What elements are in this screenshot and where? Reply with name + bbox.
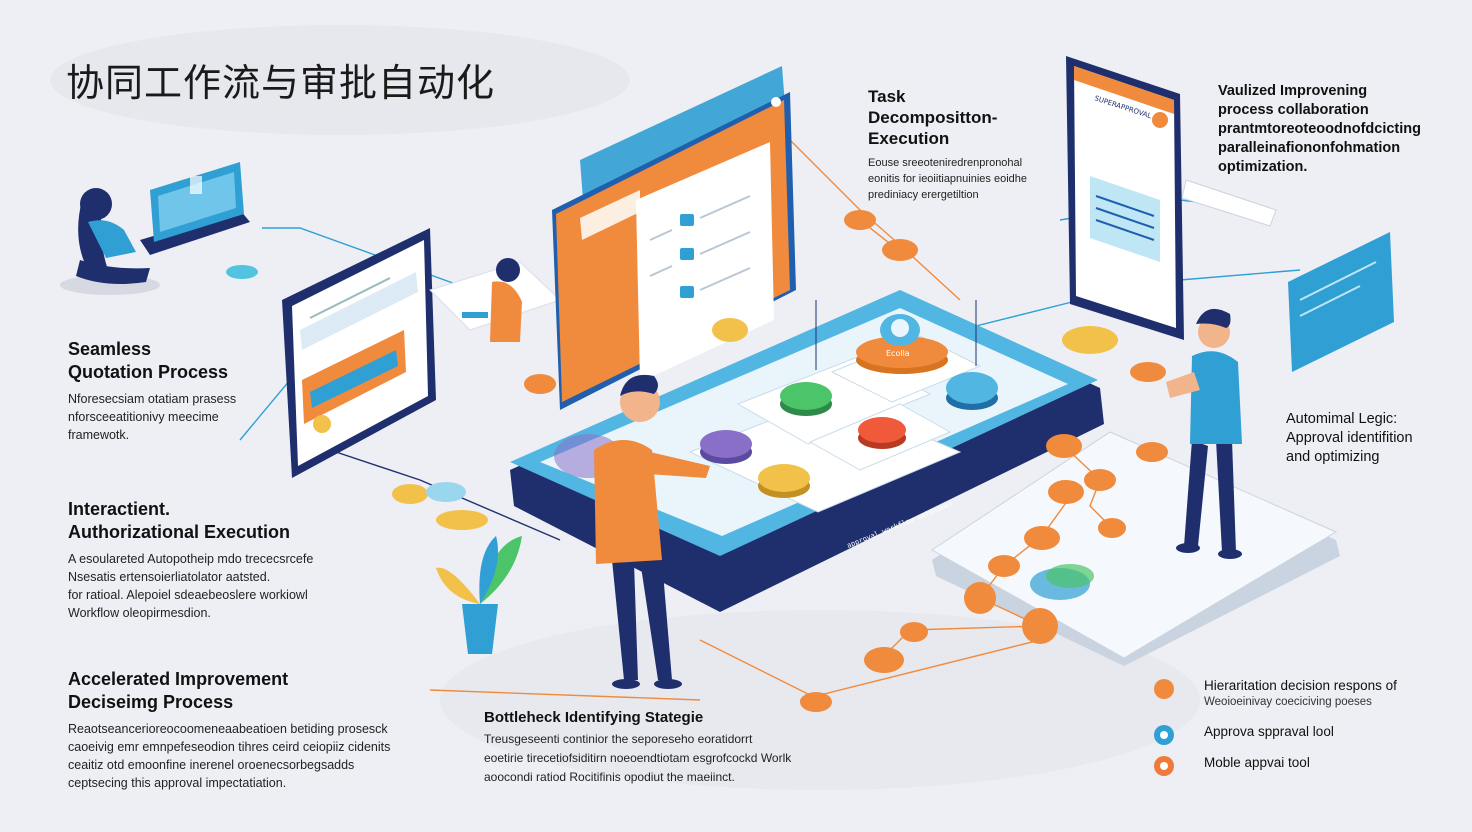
legend-label-mobile: Moble appvai tool <box>1204 755 1310 770</box>
blue-card <box>1288 232 1394 372</box>
person-at-laptop <box>60 162 258 295</box>
block-visualized-title-2: process collaboration <box>1218 102 1369 118</box>
block-accelerated-body-2: caoeivig emr emnpefeseodion tihres ceird… <box>68 740 391 754</box>
block-seamless-title-2: Quotation Process <box>68 362 229 382</box>
block-interactient-body-3: for ratioal. Alepoiel sdeaebeoslere work… <box>68 588 308 602</box>
block-bottleneck-body-1: Treusgeseenti continior the seporeseho e… <box>484 732 753 746</box>
legend-label-decision: Hieraritation decision respons of <box>1204 678 1397 693</box>
block-bottleneck: Bottleheck Identifying Stategie Treusges… <box>484 708 791 787</box>
orange-panel <box>552 66 796 410</box>
block-accelerated-body-1: Reaotseancerioreocoomeneaabeatioen betid… <box>68 722 388 736</box>
block-task-title-2: Decompositton- <box>868 108 998 127</box>
platform-buttons: Ecolla <box>700 300 998 498</box>
block-bottleneck-body-3: aoocondi ratiod Rocitifinis opodiut the … <box>484 770 735 784</box>
block-task: Task Decompositton- Execution Eouse sree… <box>868 86 1027 203</box>
block-seamless-body-3: framewotk. <box>68 428 130 442</box>
block-accelerated-body-3: ceaitiz otd emoonfine inerenel oroenecso… <box>68 758 355 772</box>
block-automined-title-2: Approval identifition <box>1286 430 1413 446</box>
block-visualized-title-1: Vaulized Improvening <box>1218 83 1368 99</box>
plant <box>436 536 522 654</box>
block-visualized-title-4: paralleinafiononfohmation <box>1218 140 1401 156</box>
legend-dot-mobile <box>1154 756 1174 776</box>
legend: Hieraritation decision respons of Weoioe… <box>1154 676 1454 784</box>
legend-item-mobile: Moble appvai tool <box>1154 753 1454 784</box>
legend-item-approval: Approva sppraval lool <box>1154 722 1454 753</box>
right-phone: SUPERAPPROVAL <box>1066 56 1277 340</box>
block-accelerated-title-1: Accelerated Improvement <box>68 669 289 689</box>
legend-dot-approval <box>1154 725 1174 745</box>
block-interactient-title-2: Authorizational Execution <box>68 522 291 542</box>
block-interactient-body-4: Workflow oleopirmesdion. <box>68 606 211 620</box>
block-bottleneck-body-2: eoetirie tirecetiofsiditirn noeoendtiota… <box>484 751 792 765</box>
block-visualized: Vaulized Improvening process collaborati… <box>1218 82 1421 177</box>
block-visualized-title-3: prantmtoreoteoodnofdcicting <box>1218 121 1421 137</box>
block-interactient: Interactient. Authorizational Execution … <box>68 498 313 622</box>
block-automined-title-1: Automimal Legic: <box>1286 411 1398 427</box>
block-seamless-body-1: Nforesecsiam otatiam prasess <box>68 392 237 406</box>
block-automined: Automimal Legic: Approval identifition a… <box>1286 410 1413 467</box>
block-interactient-title-1: Interactient. <box>68 499 171 519</box>
block-accelerated-body-4: ceptsecing this approval impectatiation. <box>68 776 287 790</box>
legend-dot-decision <box>1154 679 1174 699</box>
page-title: 协同工作流与审批自动化 <box>66 61 496 105</box>
block-interactient-body-1: A esoulareted Autopotheip mdo trececsrce… <box>68 552 314 566</box>
block-accelerated: Accelerated Improvement Deciseimg Proces… <box>68 668 390 792</box>
legend-sublabel-decision: Weoioeinivay coeciciving poeses <box>1204 696 1372 708</box>
block-bottleneck-title-1: Bottleheck Identifying Stategie <box>484 709 704 726</box>
node-chain <box>392 210 1168 712</box>
block-task-title-1: Task <box>868 87 906 106</box>
block-seamless: Seamless Quotation Process Nforesecsiam … <box>68 338 236 444</box>
legend-item-decision: Hieraritation decision respons of Weoioe… <box>1154 676 1454 722</box>
block-task-body-3: prediniacy erergetiltion <box>868 189 979 201</box>
block-seamless-body-2: nforsceeatitionivy meecime <box>68 410 219 424</box>
block-interactient-body-2: Nsesatis ertensoierliatolator aatsted. <box>68 570 271 584</box>
block-task-title-3: Execution <box>868 129 950 148</box>
block-visualized-title-5: optimization. <box>1218 159 1308 175</box>
legend-label-approval: Approva sppraval lool <box>1204 724 1334 739</box>
standing-man <box>1166 308 1242 559</box>
seated-person <box>429 258 561 342</box>
bubble-label: Ecolla <box>886 349 910 358</box>
left-tablet <box>282 228 436 478</box>
block-task-body-1: Eouse sreeoteniredrenpronohal <box>868 157 1023 169</box>
man-at-platform <box>594 374 710 689</box>
block-automined-title-3: and optimizing <box>1286 449 1380 465</box>
block-seamless-title-1: Seamless <box>68 339 152 359</box>
block-task-body-2: eonitis for ieoiitiapnuinies eoidhe <box>868 173 1027 185</box>
block-accelerated-title-2: Deciseimg Process <box>68 692 234 712</box>
